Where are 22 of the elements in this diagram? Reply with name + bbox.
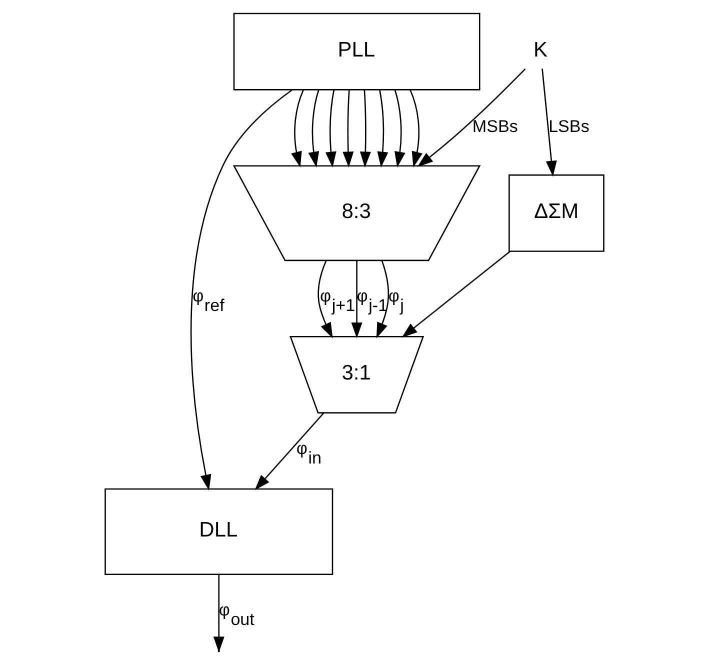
arrow [351,260,362,338]
node-text: K [533,38,548,62]
arrow [342,90,354,168]
arrow [254,412,324,490]
arrow [318,260,333,338]
arrow [376,260,390,338]
edge-label: LSBs [548,117,590,136]
arrow [417,68,526,167]
arrow [291,90,304,168]
arrow [377,90,388,168]
arrow [308,90,320,168]
node-box: PLL [233,12,480,90]
arrow [325,90,336,168]
arrow [190,89,293,490]
arrow [410,90,423,168]
arrow [394,90,406,168]
node-box: ΔΣM [508,174,604,252]
node-box: DLL [104,488,334,576]
arrow [402,250,511,338]
arrow [542,68,557,177]
arrow [360,90,371,168]
edge-label: MSBs [472,117,518,136]
